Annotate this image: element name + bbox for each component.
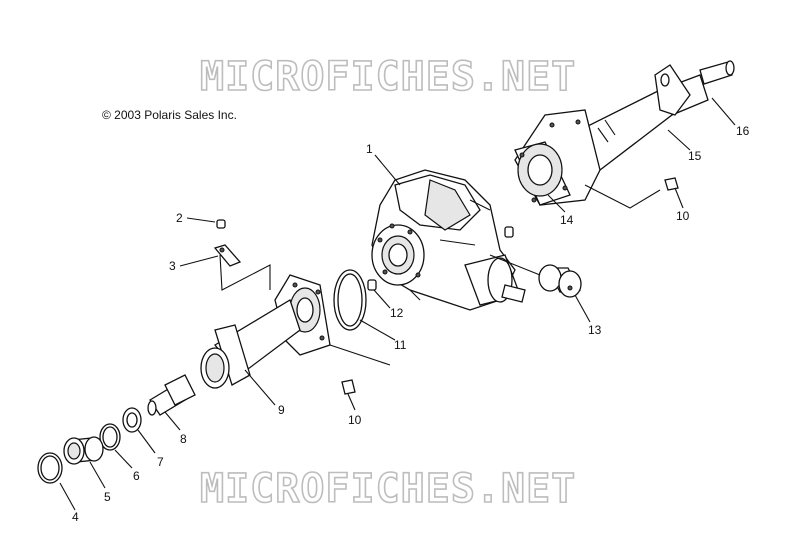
callout-3: 3 — [169, 259, 176, 273]
part-16-shaft — [699, 60, 735, 85]
callout-11: 11 — [394, 338, 407, 352]
part-8-shaft — [147, 374, 196, 416]
part-1-gearcase — [371, 169, 526, 311]
callout-13: 13 — [588, 323, 602, 337]
callout-10-right: 10 — [676, 209, 690, 223]
part-5-bearing — [63, 436, 104, 465]
part-12-pin — [367, 226, 514, 291]
part-15-axle-tube — [579, 64, 709, 171]
callout-2: 2 — [176, 211, 183, 225]
part-10-bolt-b — [664, 177, 679, 191]
callout-12: 12 — [390, 306, 404, 320]
callouts: 1 2 3 4 5 6 7 8 9 10 10 11 12 13 14 15 1… — [72, 124, 750, 524]
part-13-sleeve — [538, 264, 582, 298]
part-10-bolt-a — [341, 379, 356, 395]
callout-16: 16 — [736, 124, 750, 138]
part-2-screw — [216, 219, 226, 229]
part-3-bracket — [213, 244, 271, 291]
part-4-retaining-ring — [37, 452, 63, 484]
watermark-bottom: MICROFICHES.NET — [200, 466, 576, 512]
callout-1: 1 — [366, 142, 373, 156]
callout-5: 5 — [104, 490, 111, 504]
leader-lines — [59, 97, 736, 511]
callout-10-left: 10 — [348, 413, 362, 427]
part-6-snap-ring — [99, 423, 121, 451]
part-14-flange — [514, 109, 601, 206]
callout-15: 15 — [688, 149, 702, 163]
part-11-o-ring — [333, 269, 367, 331]
callout-9: 9 — [278, 403, 285, 417]
callout-8: 8 — [180, 432, 187, 446]
callout-14: 14 — [560, 213, 574, 227]
callout-6: 6 — [133, 469, 140, 483]
callout-7: 7 — [157, 455, 164, 469]
watermark-top: MICROFICHES.NET — [200, 54, 576, 100]
part-9-axle-tube — [200, 274, 331, 389]
copyright-text: © 2003 Polaris Sales Inc. — [102, 108, 237, 122]
part-7-washer — [122, 407, 142, 433]
callout-4: 4 — [72, 510, 79, 524]
